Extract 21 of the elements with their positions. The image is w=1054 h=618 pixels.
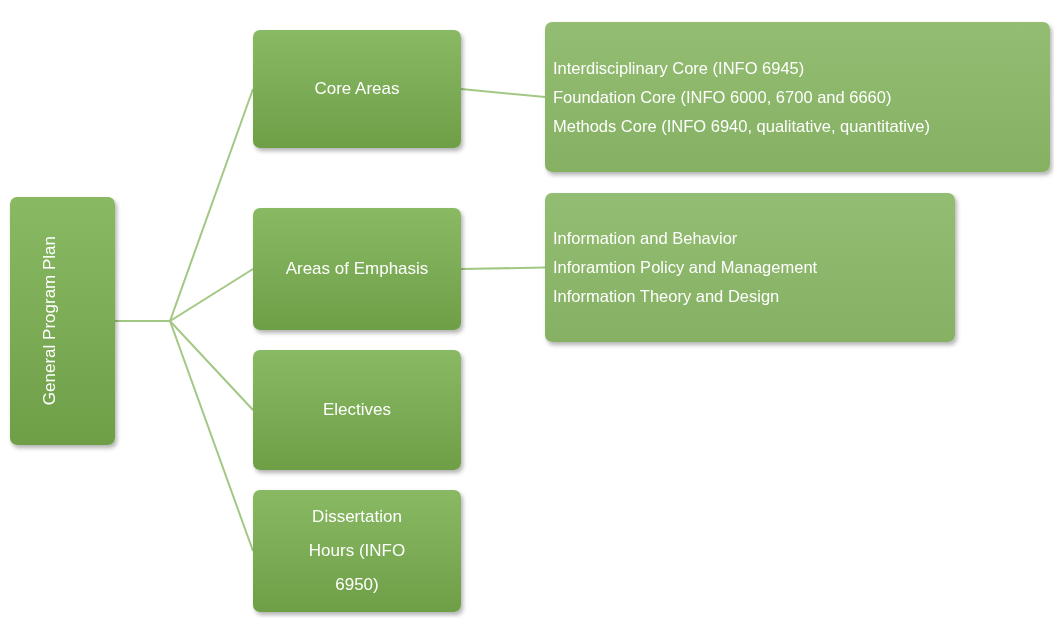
process-box [10,197,115,445]
process-box [253,208,461,330]
list-item: Foundation Core (INFO 6000, 6700 and 6660) [553,87,892,107]
node-label: Electives [323,400,391,420]
node-label: Areas of Emphasis [285,259,429,279]
list-item: Information Theory and Design [553,287,780,306]
node-label: Dissertation Hours (INFO 6950) [307,506,407,596]
process-box [253,350,461,470]
connector-line [460,88,546,98]
list-item: Inforamtion Policy and Management [553,258,818,277]
process-box [253,30,461,148]
list-item: Interdisciplinary Core (INFO 6945) [553,58,805,78]
connector-line [114,320,254,552]
list-item: Information and Behavior [553,229,738,248]
connector-line [460,266,546,270]
detail-box [545,22,1050,172]
node-label: Core Areas [314,79,400,99]
process-box [253,490,461,612]
node-label: General Program Plan [38,236,60,406]
detail-box [545,193,955,342]
list-item: Methods Core (INFO 6940, qualitative, quantitative) [553,116,930,136]
